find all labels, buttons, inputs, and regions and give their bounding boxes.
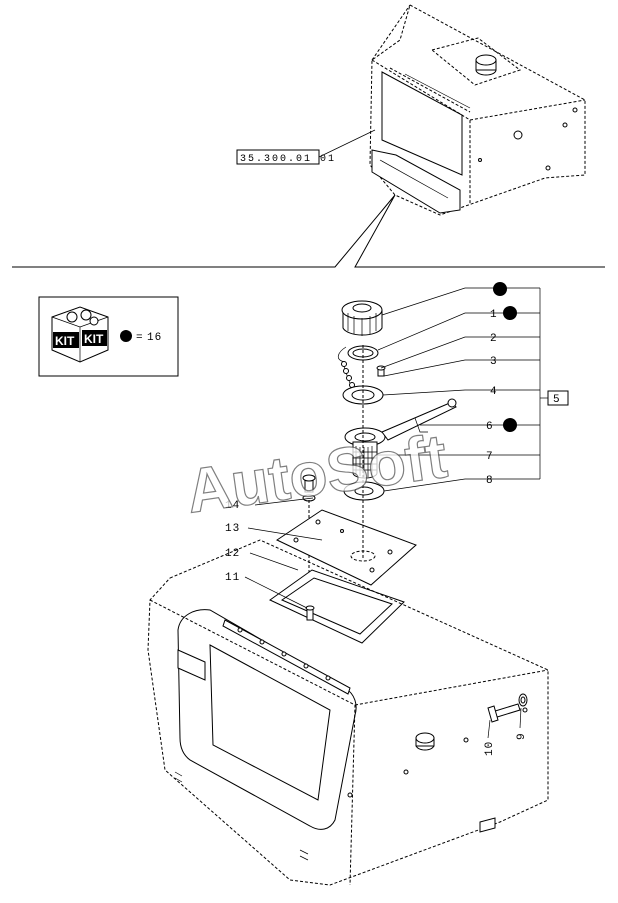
watermark: AutoSoft	[182, 422, 451, 527]
kit-text-right: KIT	[84, 332, 104, 346]
callout-8: 8	[486, 475, 494, 487]
callout-3: 3	[490, 356, 498, 368]
callout-10: 10	[484, 741, 496, 756]
filler-cap	[341, 300, 383, 336]
callout-13: 13	[225, 523, 240, 535]
kit-dot-icon	[120, 330, 132, 342]
callout-11: 11	[225, 572, 240, 584]
callout-6: 6	[486, 421, 494, 433]
reference-label: 35.300.01 01	[240, 154, 336, 165]
callout-12: 12	[225, 548, 240, 560]
kit-dot-icon	[503, 306, 517, 320]
kit-dot-icon	[503, 418, 517, 432]
kit-text-left: KIT	[55, 334, 75, 348]
tank-overview	[369, 4, 586, 216]
kit-legend: KIT KIT = 16	[38, 296, 179, 377]
callout-4: 4	[490, 386, 498, 398]
reference-callout: 35.300.01 01	[236, 129, 376, 165]
kit-dot-icon	[493, 282, 507, 296]
callout-1: 1	[490, 309, 498, 321]
leader-lines	[244, 287, 548, 739]
callout-14: 14	[225, 500, 240, 512]
callout-labels: 1 2 3 4 5 6 7 8 9 10 11 12 13 14	[225, 282, 569, 756]
fuel-tank	[147, 539, 549, 886]
exploded-parts	[269, 300, 457, 644]
svg-text:=: =	[136, 332, 144, 344]
callout-9: 9	[516, 732, 528, 740]
callout-5: 5	[553, 394, 561, 406]
callout-2: 2	[490, 333, 498, 345]
callout-7: 7	[486, 451, 494, 463]
section-divider	[12, 194, 605, 268]
kit-quantity: 16	[147, 332, 162, 344]
